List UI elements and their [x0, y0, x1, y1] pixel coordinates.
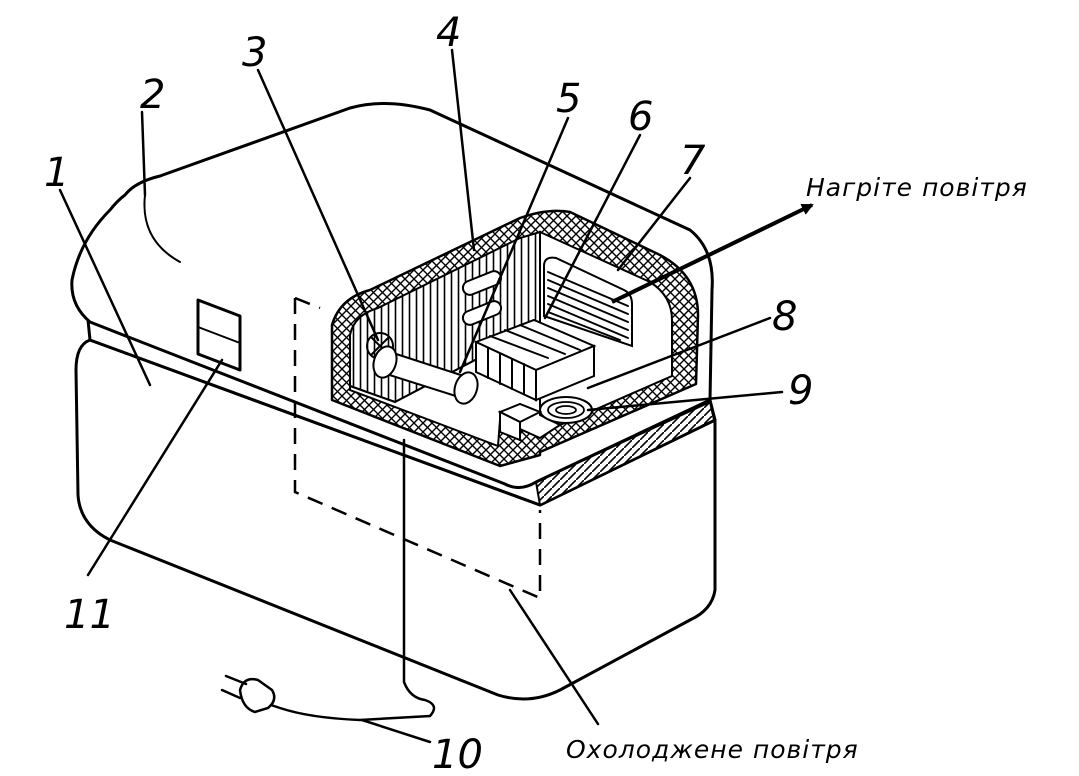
power-cord: [260, 438, 436, 722]
terminal-block: [497, 402, 543, 442]
label-3: 3: [242, 30, 267, 76]
indicator-panel: [196, 298, 242, 372]
capacitor: [372, 345, 479, 405]
thermo-battery: [473, 318, 597, 402]
label-2: 2: [140, 72, 165, 118]
hot-air-caption: Нагріте повітря: [806, 173, 1028, 202]
label-6: 6: [628, 94, 653, 140]
fan: [539, 396, 593, 424]
cool-air-caption: Охолоджене повітря: [566, 735, 859, 764]
label-7: 7: [680, 138, 706, 184]
label-11: 11: [64, 592, 115, 638]
label-8: 8: [772, 294, 797, 340]
label-5: 5: [556, 76, 581, 122]
thermostat: [461, 270, 503, 326]
label-1: 1: [44, 150, 69, 196]
hot-air-arrow: [611, 203, 814, 304]
plug-icon: [220, 674, 276, 714]
label-10: 10: [432, 732, 483, 776]
label-9: 9: [788, 368, 813, 414]
leader-lines: [58, 48, 784, 744]
label-4: 4: [436, 10, 461, 56]
